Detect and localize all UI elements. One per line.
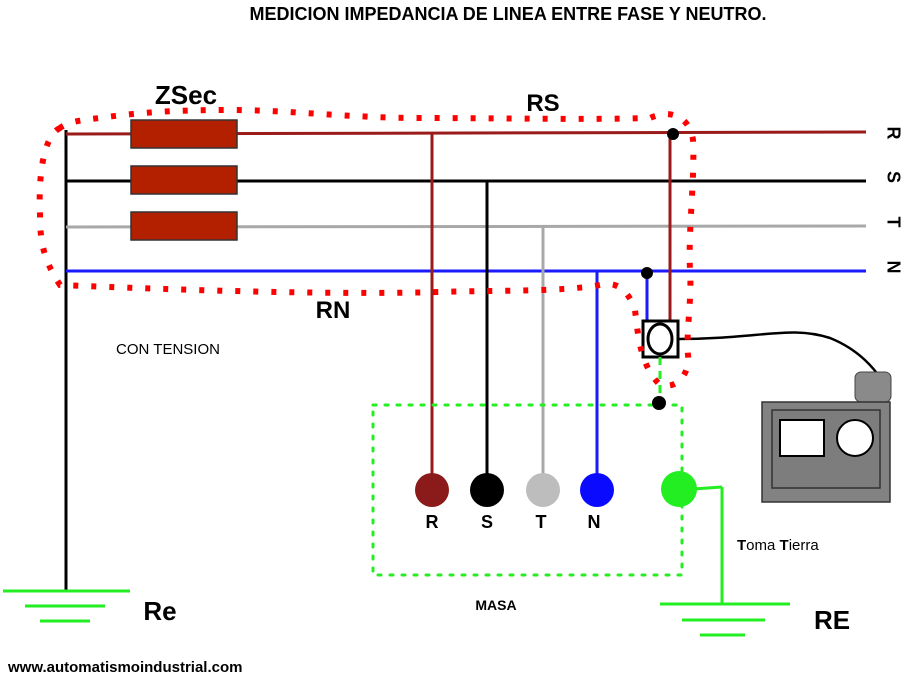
rn-label: RN [316,297,351,324]
toma-tierra-oma: oma [746,537,779,554]
line-label-s: S [883,171,903,183]
terminal-s [470,473,504,507]
masa-label: MASA [475,597,516,613]
instrument-handle [854,371,892,403]
toma-tierra-label: Toma Tierra [737,537,819,554]
toma-tierra-ierra: ierra [789,537,820,554]
line-label-t: T [883,217,903,228]
re-left-label: Re [143,596,176,626]
junction-n [641,267,653,279]
line-label-r: R [883,127,903,140]
re-right-label: RE [814,605,850,635]
diagram-title: MEDICION IMPEDANCIA DE LINEA ENTRE FASE … [249,4,766,24]
terminal-r [415,473,449,507]
rs-label: RS [526,90,559,117]
line-label-n: N [883,261,903,274]
measurement-loop [36,106,697,389]
toma-tierra-t2: T [780,537,789,554]
con-tension-label: CON TENSION [116,341,220,358]
terminal-t [526,473,560,507]
zsec-resistor-r [130,119,238,149]
masa-enclosure [371,403,684,577]
junction-r [667,128,679,140]
zsec-resistor-s [130,165,238,195]
toma-tierra-t1: T [737,537,746,554]
instrument-display [779,419,825,457]
zsec-resistor-t [130,211,238,241]
terminal-label-t: T [536,512,547,532]
zsec-label: ZSec [155,80,217,110]
terminal-label-r: R [426,512,439,532]
instrument-cable [677,331,884,381]
junction-earth [652,396,666,410]
earth-lead [678,485,723,492]
socket-plug-face [646,322,674,356]
terminal-label-n: N [588,512,601,532]
website-label: www.automatismoindustrial.com [7,659,242,676]
terminal-label-s: S [481,512,493,532]
terminal-n [580,473,614,507]
instrument-dial [836,419,874,457]
